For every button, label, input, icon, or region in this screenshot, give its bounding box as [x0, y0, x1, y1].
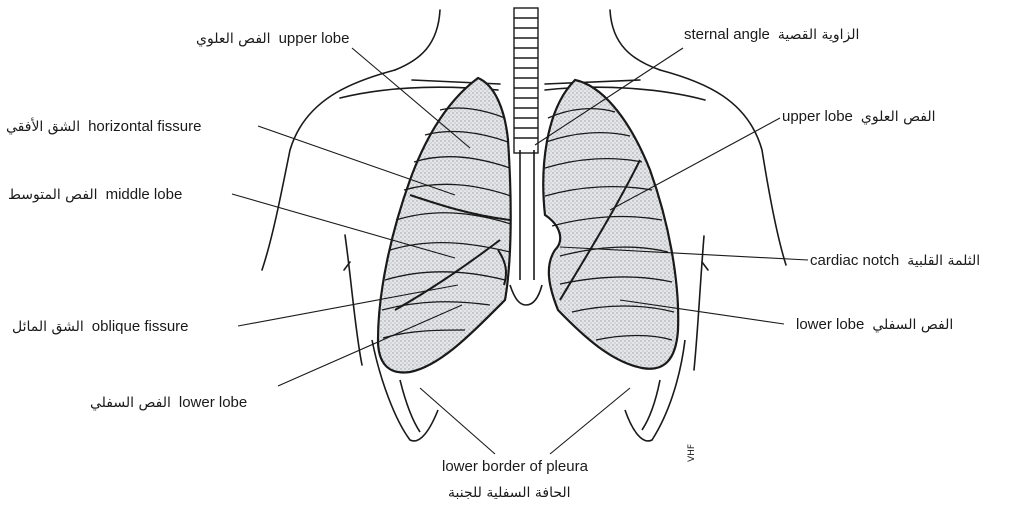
label-sternal-angle: sternal angle الزاوية القصية — [684, 26, 859, 44]
label-oblique-fissure: الشق المائل oblique fissure — [12, 318, 189, 336]
label-middle-lobe: الفص المتوسط middle lobe — [8, 186, 182, 204]
label-upper-lobe-right: upper lobe الفص العلوي — [782, 108, 935, 126]
label-sternal-angle-en: sternal angle — [684, 26, 770, 43]
label-lower-lobe-left-en: lower lobe — [179, 394, 247, 411]
leader-pleura-left — [420, 388, 495, 454]
label-lower-lobe-right-ar: الفص السفلي — [872, 317, 953, 333]
artist-signature: VHF — [687, 444, 697, 462]
label-horizontal-fissure-ar: الشق الأفقي — [6, 119, 80, 135]
label-oblique-fissure-en: oblique fissure — [92, 318, 189, 335]
label-cardiac-notch: cardiac notch الثلمة القلبية — [810, 252, 980, 270]
label-upper-lobe-left: الفص العلوي upper lobe — [196, 30, 349, 48]
leader-pleura-right — [550, 388, 630, 454]
label-lower-lobe-left: الفص السفلي lower lobe — [90, 394, 247, 412]
label-lower-border-pleura-en: lower border of pleura — [442, 458, 588, 476]
label-lower-lobe-right-en: lower lobe — [796, 316, 864, 333]
label-middle-lobe-en: middle lobe — [106, 186, 183, 203]
signature-text: VHF — [687, 444, 697, 462]
label-horizontal-fissure-en: horizontal fissure — [88, 118, 201, 135]
trachea — [514, 8, 538, 153]
right-lung — [378, 78, 511, 373]
label-sternal-angle-ar: الزاوية القصية — [778, 27, 860, 43]
label-upper-lobe-left-en: upper lobe — [279, 30, 350, 47]
label-upper-lobe-right-en: upper lobe — [782, 108, 853, 125]
label-cardiac-notch-ar: الثلمة القلبية — [907, 253, 980, 269]
label-lower-lobe-right: lower lobe الفص السفلي — [796, 316, 953, 334]
label-upper-lobe-right-ar: الفص العلوي — [861, 109, 936, 125]
label-horizontal-fissure: الشق الأفقي horizontal fissure — [6, 118, 201, 136]
label-oblique-fissure-ar: الشق المائل — [12, 319, 84, 335]
left-lung — [543, 80, 678, 369]
label-cardiac-notch-en: cardiac notch — [810, 252, 899, 269]
label-lower-border-pleura-ar: الحافة السفلية للجنبة — [448, 484, 571, 502]
label-upper-lobe-left-ar: الفص العلوي — [196, 31, 271, 47]
label-lower-lobe-left-ar: الفص السفلي — [90, 395, 171, 411]
label-middle-lobe-ar: الفص المتوسط — [8, 187, 98, 203]
